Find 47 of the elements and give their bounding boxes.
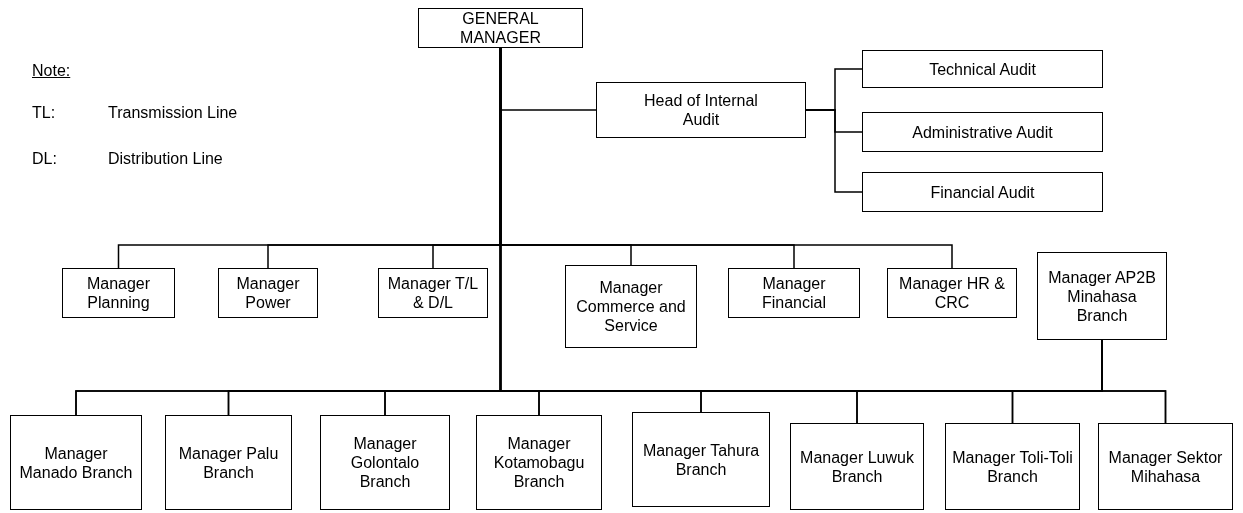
org-chart-box <box>887 268 1017 318</box>
org-chart-box <box>1037 252 1167 340</box>
abbreviation-meaning: Distribution Line <box>108 150 223 168</box>
position-title: Manager AP2B Minahasa Branch <box>1047 267 1157 325</box>
position-title: Manager Kotamobagu Branch <box>492 434 586 491</box>
position-title: Manager Manado Branch <box>18 443 134 482</box>
position-title: Manager Luwuk Branch <box>799 447 915 486</box>
org-chart-box <box>862 112 1103 152</box>
org-chart-box <box>945 423 1080 510</box>
position-title: Manager Golontalo Branch <box>349 434 421 491</box>
org-chart-box <box>862 172 1103 212</box>
position-title: Manager Palu Branch <box>177 443 280 482</box>
org-chart-box <box>218 268 318 318</box>
abbreviation: TL: <box>32 104 56 122</box>
position-title: Head of Internal Audit <box>643 91 759 129</box>
position-title: GENERAL MANAGER <box>459 9 542 47</box>
position-title: Technical Audit <box>929 59 1036 79</box>
position-title: Manager Financial <box>761 274 827 312</box>
org-chart-box <box>862 50 1103 88</box>
org-chart-box <box>632 412 770 507</box>
position-title: Manager Commerce and Service <box>575 278 687 335</box>
org-chart-box <box>476 415 602 510</box>
org-chart-box <box>790 423 924 510</box>
org-chart-box <box>165 415 292 510</box>
connector-line <box>1101 339 1167 424</box>
org-chart-box <box>10 415 142 510</box>
org-chart-box <box>320 415 450 510</box>
note-heading: Note: <box>32 62 71 80</box>
position-title: Manager T/L & D/L <box>386 274 480 312</box>
org-chart-box <box>596 82 806 138</box>
abbreviation: DL: <box>32 150 57 168</box>
org-chart-box <box>565 265 697 348</box>
org-chart-box <box>62 268 175 318</box>
org-chart-box <box>418 8 583 48</box>
position-title: Manager Tahura Branch <box>641 440 761 479</box>
org-chart-box <box>378 268 488 318</box>
position-title: Manager HR & CRC <box>898 274 1006 312</box>
position-title: Manager Sektor Mihahasa <box>1107 447 1224 486</box>
position-title: Manager Toli-Toli Branch <box>952 447 1073 486</box>
org-chart-box <box>1098 423 1233 510</box>
org-chart-box <box>728 268 860 318</box>
position-title: Financial Audit <box>930 182 1035 202</box>
connector-line <box>805 109 863 193</box>
abbreviation-meaning: Transmission Line <box>108 104 238 122</box>
position-title: Administrative Audit <box>912 122 1053 142</box>
position-title: Manager Power <box>235 274 301 312</box>
position-title: Manager Planning <box>85 274 152 312</box>
